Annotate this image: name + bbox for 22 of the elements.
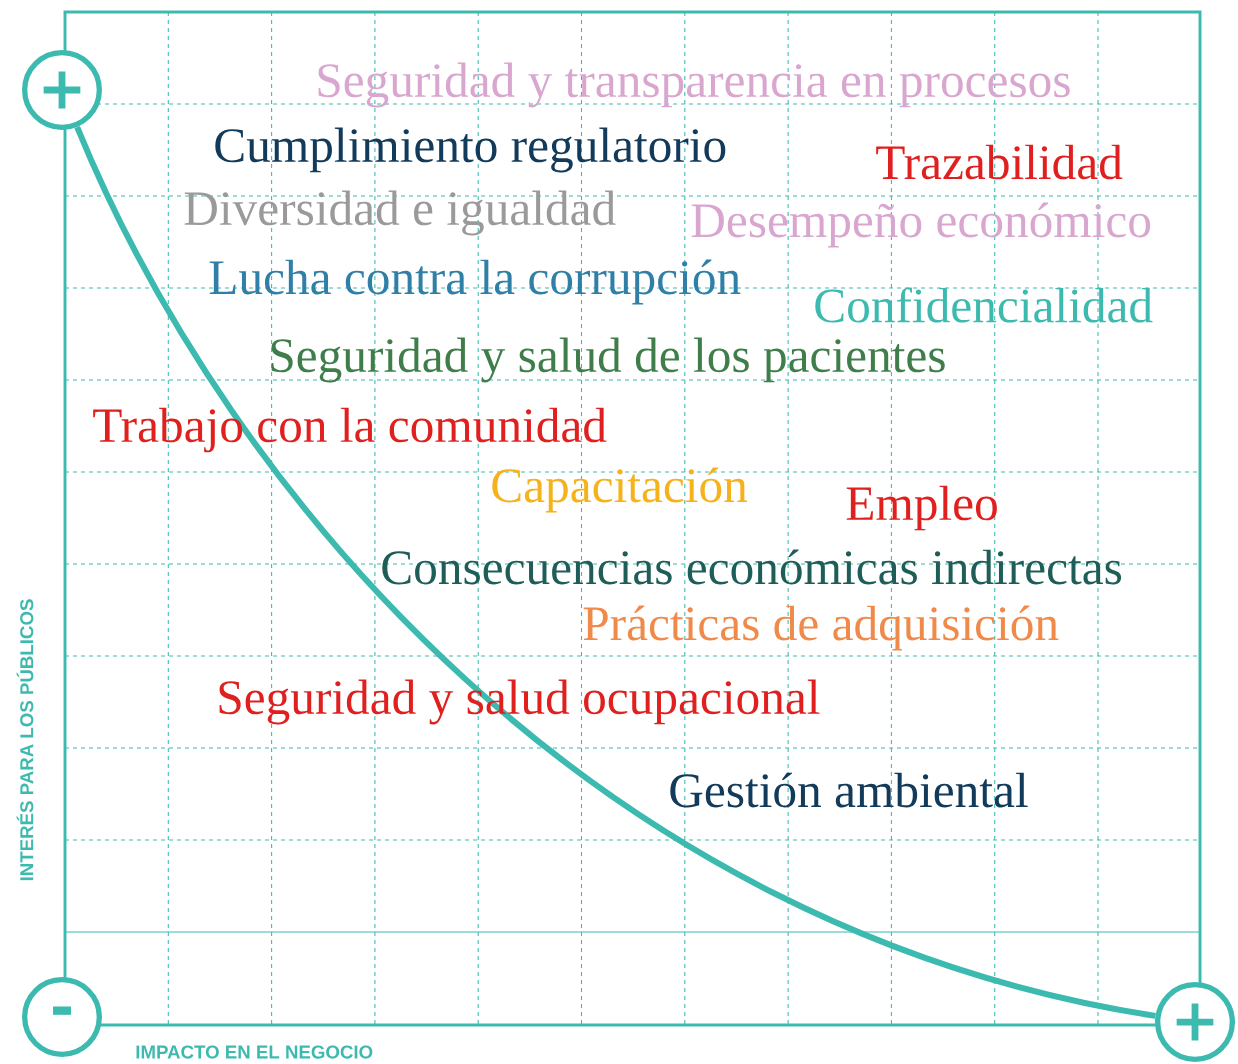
topic-label: Lucha contra la corrupción — [209, 259, 741, 305]
node-label: - — [53, 1006, 71, 1015]
node-label: + — [1176, 1003, 1214, 1041]
axis-label: IMPACTO EN EL NEGOCIO — [136, 1045, 373, 1059]
circle-button: - — [22, 977, 102, 1057]
circle-button: + — [1155, 982, 1235, 1062]
curve — [74, 125, 1157, 1019]
axis-label: INTERÉS PARA LOS PÚBLICOS — [16, 599, 34, 881]
topic-label: Trazabilidad — [876, 144, 1123, 180]
topic-label: Trabajo con la comunidad — [93, 407, 607, 453]
circle-button: + — [22, 50, 102, 130]
topic-label: Prácticas de adquisición — [583, 605, 1059, 651]
topic-label: Desempeño económico — [691, 202, 1151, 248]
topic-label: Seguridad y transparencia en procesos — [318, 62, 1070, 108]
topic-label: Seguridad y salud de los pacientes — [271, 337, 945, 383]
topic-label: Cumplimiento regulatorio — [215, 127, 726, 173]
topic-label: Diversidad e igualdad — [184, 190, 616, 236]
topic-label: Confidencialidad — [815, 287, 1153, 323]
topic-label: Capacitación — [492, 467, 748, 513]
topic-label: Consecuencias económicas indirectas — [382, 549, 1122, 585]
topic-label: Empleo — [846, 485, 997, 531]
topic-label: Gestión ambiental — [670, 772, 1028, 808]
